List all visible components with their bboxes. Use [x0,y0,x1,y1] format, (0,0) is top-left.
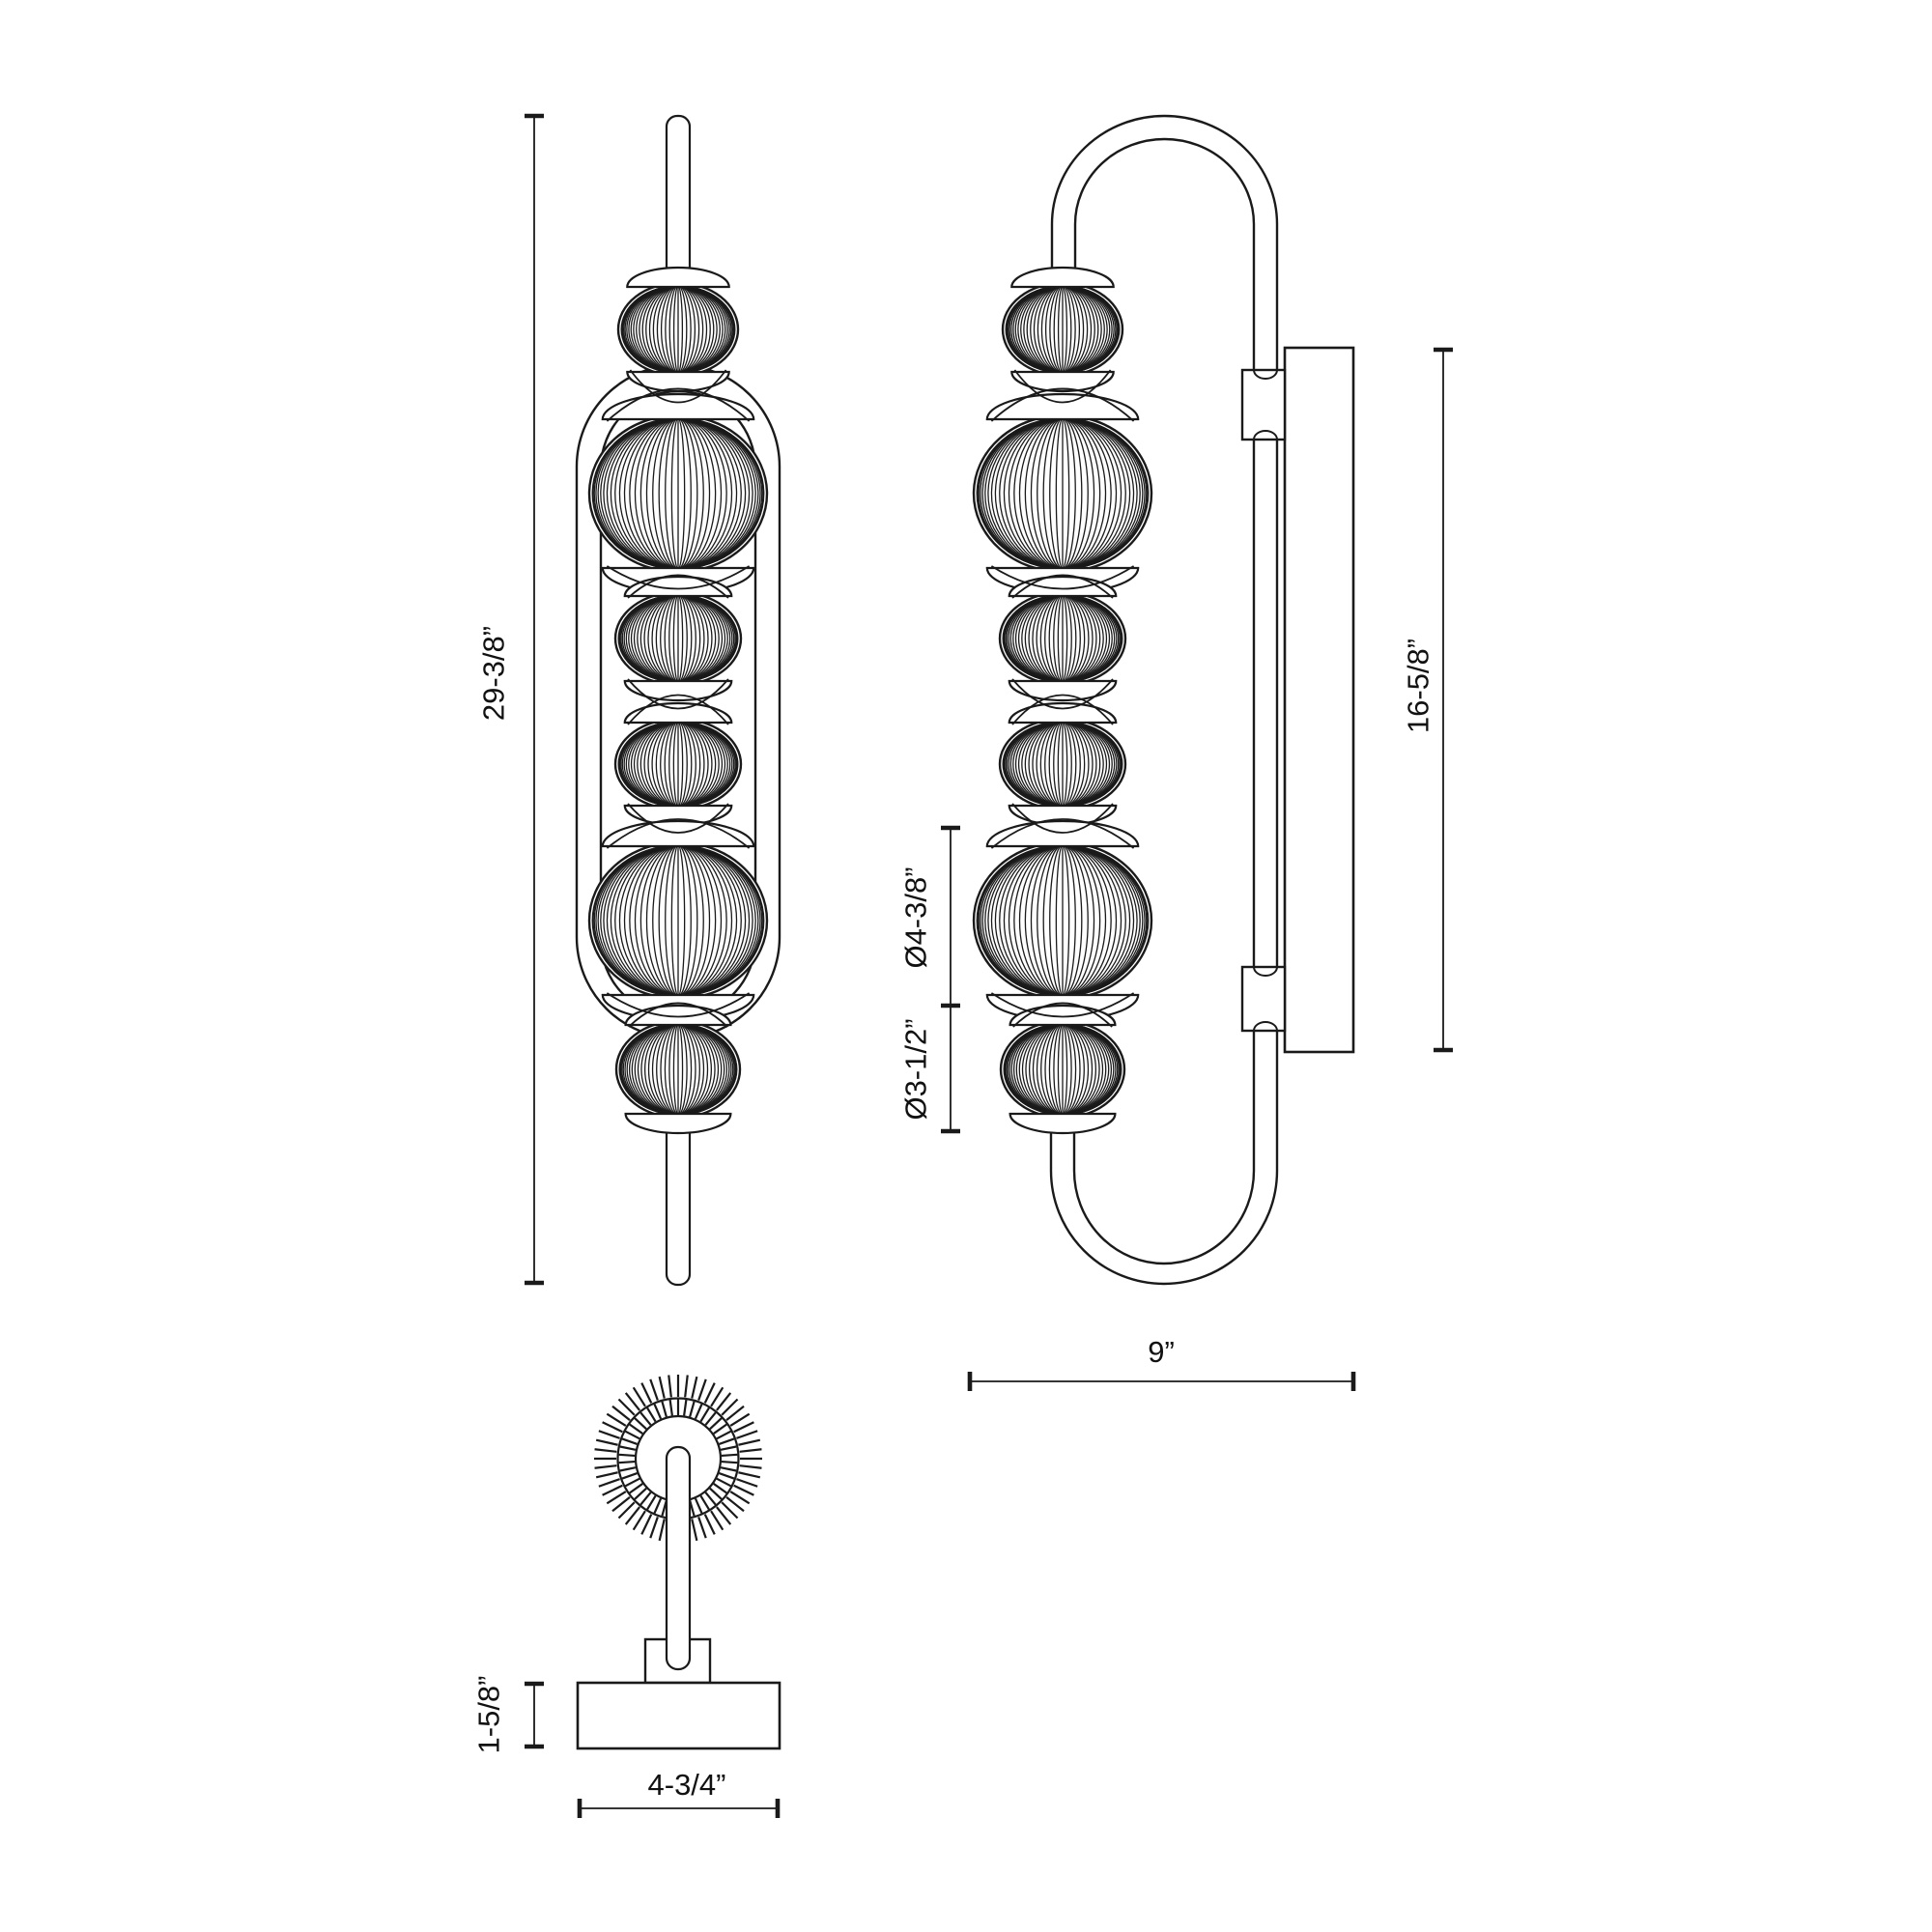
side-width-dim-label: 9” [1148,1335,1175,1369]
front-view [575,114,781,1287]
front-height-dim-label: 29-3/8” [477,626,511,721]
side-view [972,114,1355,1286]
bottom-view [576,1375,781,1750]
dimension-lines [525,113,1453,1818]
dimension-labels: 29-3/8” 16-5/8” Ø4-3/8” Ø3-1/2” 9” 1-5/8… [472,626,1435,1802]
small-globe-diameter-label: Ø3-1/2” [899,1018,933,1120]
side-height-dim-label: 16-5/8” [1402,639,1435,733]
canopy-width-dim-label: 4-3/4” [648,1768,726,1802]
canopy-height-dim-label: 1-5/8” [472,1676,506,1754]
large-globe-diameter-label: Ø4-3/8” [899,867,933,968]
